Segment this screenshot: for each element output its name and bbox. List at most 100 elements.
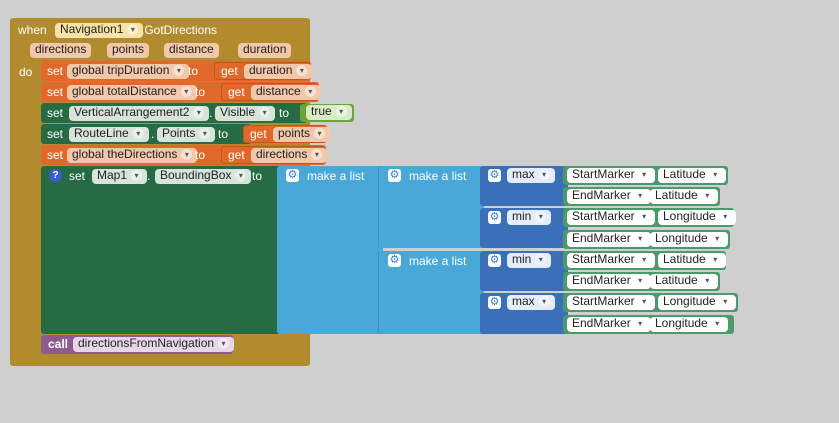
- make-a-list-label: make a list: [409, 169, 467, 183]
- marker-dropdown[interactable]: StartMarker: [567, 210, 655, 225]
- dot-label: .: [644, 189, 648, 203]
- property-dropdown-points[interactable]: Points: [157, 127, 216, 142]
- get-label: get: [228, 148, 245, 162]
- property-dropdown-visible[interactable]: Visible: [215, 106, 276, 121]
- component-dropdown-route-line[interactable]: RouteLine: [69, 127, 149, 142]
- math-min-longitude[interactable]: ⚙ min: [480, 208, 568, 248]
- event-block-bottom: [10, 355, 308, 366]
- get-points-block[interactable]: get points: [243, 125, 331, 143]
- mutator-gear-icon[interactable]: ⚙: [388, 169, 401, 182]
- end-marker-latitude-1[interactable]: EndMarker . Latitude: [563, 187, 720, 206]
- get-label: get: [228, 85, 245, 99]
- math-op-dropdown[interactable]: min: [507, 210, 552, 225]
- get-distance-dropdown[interactable]: distance: [251, 85, 321, 100]
- inner-make-a-list-1[interactable]: ⚙ make a list: [378, 166, 484, 248]
- set-label: set: [47, 85, 64, 99]
- property-dropdown[interactable]: Latitude: [658, 168, 726, 183]
- math-max-longitude[interactable]: ⚙ max: [480, 293, 568, 334]
- marker-dropdown[interactable]: StartMarker: [567, 253, 655, 268]
- dot-label: .: [652, 210, 656, 224]
- param-points[interactable]: points: [107, 43, 150, 58]
- get-directions-block[interactable]: get directions: [221, 146, 328, 164]
- dot-label: .: [652, 253, 656, 267]
- to-label: to: [252, 169, 263, 183]
- get-distance-block[interactable]: get distance: [221, 83, 321, 101]
- set-bounding-box-block[interactable]: ? set Map1 . BoundingBox to: [41, 166, 281, 334]
- property-dropdown[interactable]: Longitude: [650, 232, 728, 247]
- mutator-gear-icon[interactable]: ⚙: [286, 169, 299, 182]
- make-a-list-label: make a list: [307, 169, 365, 183]
- do-label: do: [19, 65, 33, 79]
- set-label: set: [47, 64, 64, 78]
- var-dropdown-the-directions[interactable]: global theDirections: [67, 148, 198, 163]
- mutator-gear-icon[interactable]: ⚙: [488, 254, 501, 267]
- to-label: to: [188, 64, 199, 78]
- marker-dropdown[interactable]: EndMarker: [567, 274, 651, 289]
- help-icon[interactable]: ?: [49, 169, 62, 182]
- get-directions-dropdown[interactable]: directions: [251, 148, 328, 163]
- start-marker-latitude-1[interactable]: StartMarker . Latitude: [563, 166, 728, 185]
- math-op-dropdown[interactable]: min: [507, 253, 552, 268]
- marker-dropdown[interactable]: StartMarker: [567, 168, 655, 183]
- mutator-gear-icon[interactable]: ⚙: [488, 169, 501, 182]
- set-visible-block[interactable]: set VerticalArrangement2 . Visible to: [41, 103, 307, 123]
- var-dropdown-trip-duration[interactable]: global tripDuration: [67, 64, 190, 79]
- end-marker-longitude-1[interactable]: EndMarker . Longitude: [563, 230, 730, 249]
- start-marker-longitude-1[interactable]: StartMarker . Longitude: [563, 208, 736, 227]
- var-dropdown-total-distance[interactable]: global totalDistance: [67, 85, 197, 100]
- math-op-dropdown[interactable]: max: [507, 168, 555, 183]
- param-distance[interactable]: distance: [164, 43, 219, 58]
- true-block[interactable]: true: [300, 104, 354, 122]
- mutator-gear-icon[interactable]: ⚙: [488, 211, 501, 224]
- param-duration[interactable]: duration: [238, 43, 292, 58]
- call-procedure-block[interactable]: call directionsFromNavigation: [41, 335, 235, 354]
- inner-make-a-list-2[interactable]: ⚙ make a list: [378, 251, 484, 334]
- set-label: set: [69, 169, 86, 183]
- param-directions[interactable]: directions: [30, 43, 92, 58]
- mutator-gear-icon[interactable]: ⚙: [488, 296, 501, 309]
- set-label: set: [47, 106, 64, 120]
- procedure-dropdown[interactable]: directionsFromNavigation: [73, 337, 235, 352]
- get-points-dropdown[interactable]: points: [273, 127, 331, 142]
- start-marker-longitude-2[interactable]: StartMarker . Longitude: [563, 293, 738, 312]
- property-dropdown[interactable]: Latitude: [650, 189, 718, 204]
- outer-make-a-list-block[interactable]: ⚙ make a list: [277, 166, 383, 334]
- marker-dropdown[interactable]: EndMarker: [567, 189, 651, 204]
- when-label: when: [18, 23, 47, 37]
- property-dropdown[interactable]: Longitude: [658, 210, 736, 225]
- get-duration-block[interactable]: get duration: [214, 62, 313, 80]
- math-op-dropdown[interactable]: max: [507, 295, 555, 310]
- property-dropdown[interactable]: Latitude: [650, 274, 718, 289]
- end-marker-latitude-2[interactable]: EndMarker . Latitude: [563, 272, 720, 291]
- to-label: to: [195, 85, 206, 99]
- dot-label: .: [209, 106, 213, 120]
- mutator-gear-icon[interactable]: ⚙: [388, 254, 401, 267]
- component-dropdown[interactable]: Navigation1: [55, 23, 144, 38]
- end-marker-longitude-2[interactable]: EndMarker . Longitude: [563, 315, 734, 334]
- dot-label: .: [147, 169, 151, 183]
- event-name-label: .GotDirections: [141, 23, 218, 37]
- property-dropdown[interactable]: Longitude: [658, 295, 736, 310]
- component-dropdown-vertical-arrangement[interactable]: VerticalArrangement2: [69, 106, 210, 121]
- set-route-points-block[interactable]: set RouteLine . Points to: [41, 124, 251, 144]
- get-duration-dropdown[interactable]: duration: [244, 64, 313, 79]
- dot-label: .: [644, 274, 648, 288]
- dot-label: .: [652, 168, 656, 182]
- math-max-latitude[interactable]: ⚙ max: [480, 166, 568, 206]
- property-dropdown[interactable]: Longitude: [650, 317, 728, 332]
- to-label: to: [218, 127, 229, 141]
- dot-label: .: [644, 317, 648, 331]
- true-dropdown[interactable]: true: [306, 105, 352, 120]
- property-dropdown[interactable]: Latitude: [658, 253, 726, 268]
- start-marker-latitude-2[interactable]: StartMarker . Latitude: [563, 251, 726, 270]
- math-min-latitude[interactable]: ⚙ min: [480, 251, 568, 291]
- marker-dropdown[interactable]: EndMarker: [567, 317, 651, 332]
- component-dropdown-map1[interactable]: Map1: [92, 169, 148, 184]
- marker-dropdown[interactable]: EndMarker: [567, 232, 651, 247]
- set-label: set: [47, 148, 64, 162]
- property-dropdown-bounding-box[interactable]: BoundingBox: [155, 169, 252, 184]
- set-label: set: [47, 127, 64, 141]
- marker-dropdown[interactable]: StartMarker: [567, 295, 655, 310]
- call-label: call: [48, 337, 69, 351]
- get-label: get: [250, 127, 267, 141]
